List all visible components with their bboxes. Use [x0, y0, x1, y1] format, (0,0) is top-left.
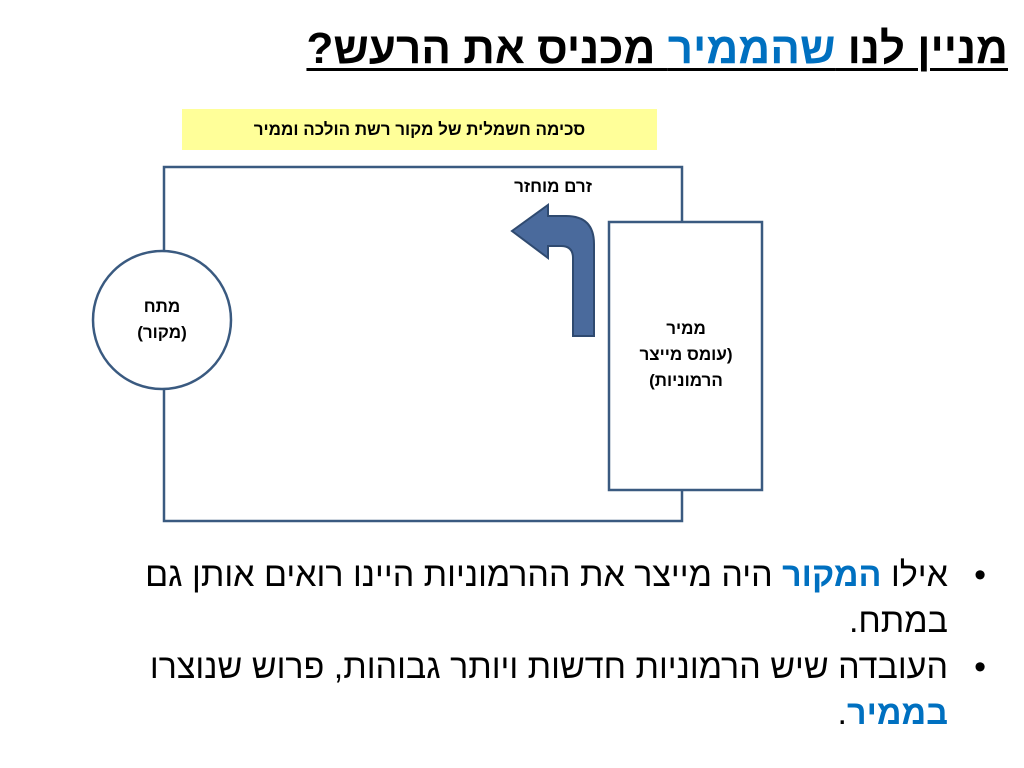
- converter-label: ממיר (עומס מייצר הרמוניות): [611, 316, 761, 394]
- voltage-source-circle: [91, 249, 233, 391]
- diagram-caption: סכימה חשמלית של מקור רשת הולכה וממיר: [182, 109, 657, 150]
- title-part1: מניין לנו: [835, 24, 1008, 73]
- bullet-item: • אילו המקור היה מייצר את ההרמוניות היינ…: [66, 552, 986, 644]
- bullet-item: • העובדה שיש הרמוניות חדשות ויותר גבוהות…: [66, 644, 986, 736]
- return-current-arrow-icon: [510, 203, 595, 337]
- circuit-wire: [162, 165, 684, 523]
- title-highlight: שהממיר: [667, 24, 836, 73]
- converter-label-line1: ממיר: [666, 319, 706, 338]
- bullet-text-before: אילו: [881, 556, 948, 594]
- bullet-list: • אילו המקור היה מייצר את ההרמוניות היינ…: [66, 552, 986, 736]
- source-label-line2: (מקור): [137, 323, 187, 342]
- bullet-text-after: היה מייצר את ההרמוניות היינו רואים אותן …: [145, 556, 948, 640]
- bullet-text-before: העובדה שיש הרמוניות חדשות ויותר גבוהות, …: [149, 648, 948, 686]
- title-part3: מכניס את הרעש?: [306, 24, 668, 73]
- converter-box: [607, 220, 764, 492]
- bullet-dot: •: [974, 556, 986, 594]
- return-current-label: זרם מוחזר: [514, 177, 592, 196]
- source-label: מתח (מקור): [97, 294, 227, 346]
- bullet-highlight: המקור: [782, 556, 882, 594]
- source-label-line1: מתח: [143, 297, 181, 316]
- bullet-highlight: בממיר: [847, 694, 948, 732]
- converter-label-line2: (עומס מייצר: [639, 345, 733, 364]
- bullet-text-after: .: [837, 694, 847, 732]
- page-title: מניין לנו שהממיר מכניס את הרעש?: [128, 22, 1008, 76]
- converter-label-line3: הרמוניות): [649, 371, 723, 390]
- bullet-dot: •: [974, 648, 986, 686]
